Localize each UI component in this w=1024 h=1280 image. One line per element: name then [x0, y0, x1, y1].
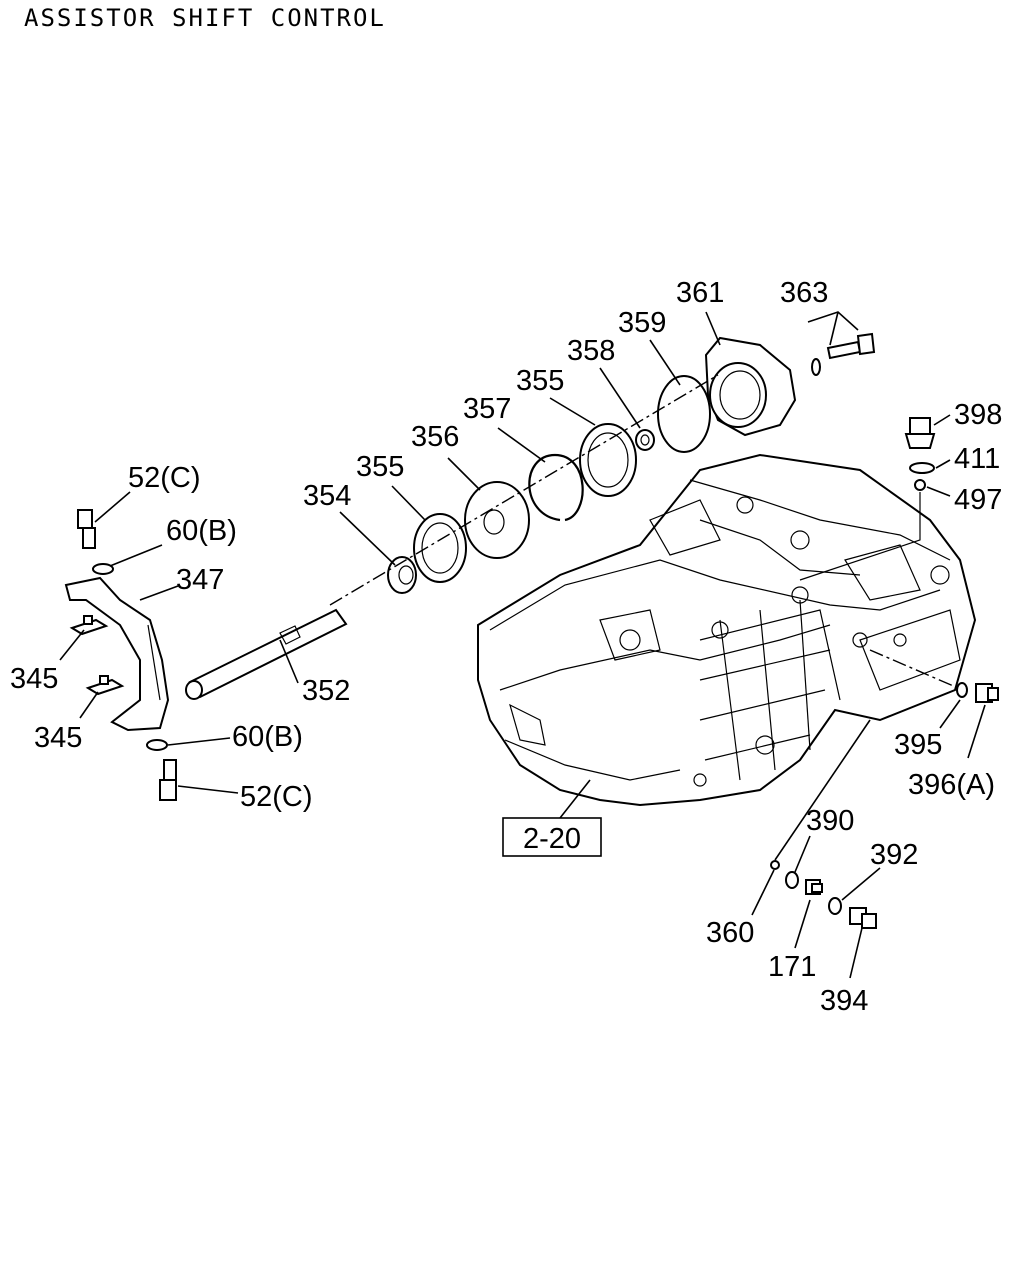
washer-60b-upper: [92, 563, 114, 575]
callout-361: 361: [676, 277, 724, 309]
transmission-housing: [477, 453, 977, 807]
callout-411: 411: [954, 443, 1000, 475]
reference-box: [502, 817, 602, 857]
callout-360: 360: [706, 917, 754, 949]
callout-359: 359: [618, 307, 666, 339]
diagram-title: ASSISTOR SHIFT CONTROL: [24, 4, 386, 32]
reference-label: 2-20: [523, 823, 581, 855]
callout-345-lower: 345: [34, 722, 82, 754]
callout-52c-upper: 52(C): [128, 462, 201, 494]
ball-497: [914, 479, 926, 491]
cylinder-cover-361: [704, 336, 797, 437]
switch-398: [904, 417, 936, 449]
o-ring-390: [785, 871, 799, 889]
leader-lines: [59, 311, 986, 979]
shoe-345-upper: [69, 615, 109, 636]
bolt-52c-upper: [77, 509, 96, 549]
callout-398: 398: [954, 399, 1002, 431]
callout-355-upper: 355: [516, 365, 564, 397]
shift-rod-352: [185, 608, 348, 700]
callout-356: 356: [411, 421, 459, 453]
callout-357: 357: [463, 393, 511, 425]
piston-356: [464, 481, 530, 559]
o-ring-392: [828, 897, 842, 915]
washer-60b-lower: [146, 739, 168, 751]
bolt-52c-lower: [159, 759, 177, 801]
callout-390: 390: [806, 805, 854, 837]
callout-396a: 396(A): [908, 769, 995, 801]
callout-347: 347: [176, 564, 224, 596]
callout-52c-lower: 52(C): [240, 781, 313, 813]
bolt-363: [811, 332, 876, 376]
nut-358: [635, 429, 655, 451]
callout-392: 392: [870, 839, 918, 871]
callout-394: 394: [820, 985, 868, 1017]
snap-ring-357: [528, 453, 584, 522]
o-ring-359: [657, 375, 711, 453]
o-ring-411: [909, 462, 935, 474]
callout-497: 497: [954, 484, 1002, 516]
callout-354: 354: [303, 480, 351, 512]
o-ring-395: [956, 682, 968, 698]
sensor-394: [849, 907, 877, 929]
switch-171: [805, 879, 823, 895]
shift-fork-347: [64, 576, 170, 732]
seal-355-lower: [413, 513, 467, 583]
shoe-345-lower: [85, 675, 125, 696]
callout-171: 171: [768, 951, 816, 983]
callout-345-upper: 345: [10, 663, 58, 695]
callout-395: 395: [894, 729, 942, 761]
callout-352: 352: [302, 675, 350, 707]
callout-358: 358: [567, 335, 615, 367]
callout-60b-lower: 60(B): [232, 721, 303, 753]
seal-355-upper: [579, 423, 637, 497]
callout-60b-upper: 60(B): [166, 515, 237, 547]
callout-363: 363: [780, 277, 828, 309]
ball-360: [770, 860, 780, 870]
plug-396a: [975, 683, 999, 703]
callout-355-lower: 355: [356, 451, 404, 483]
